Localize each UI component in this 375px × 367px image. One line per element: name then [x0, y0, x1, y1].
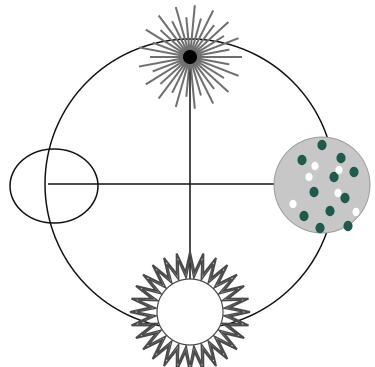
spotted-disc — [274, 137, 370, 233]
spot-dark — [336, 153, 345, 163]
zigzag-ring-core — [157, 279, 223, 345]
spotted-disc-base — [274, 137, 370, 233]
spot-light — [311, 162, 318, 170]
spot-dark — [315, 223, 324, 233]
spot-light — [334, 189, 341, 197]
spot-dark — [325, 206, 334, 216]
spot-dark — [343, 221, 352, 231]
starburst-center — [183, 50, 197, 64]
spot-dark — [349, 167, 358, 177]
spot-light — [352, 208, 359, 216]
spot-dark — [340, 193, 349, 203]
spot-dark — [309, 187, 318, 197]
spot-light — [335, 166, 342, 174]
spot-dark — [299, 211, 308, 221]
spot-dark — [297, 155, 306, 165]
spot-light — [289, 200, 296, 208]
spot-dark — [317, 140, 326, 150]
spot-light — [305, 173, 312, 181]
